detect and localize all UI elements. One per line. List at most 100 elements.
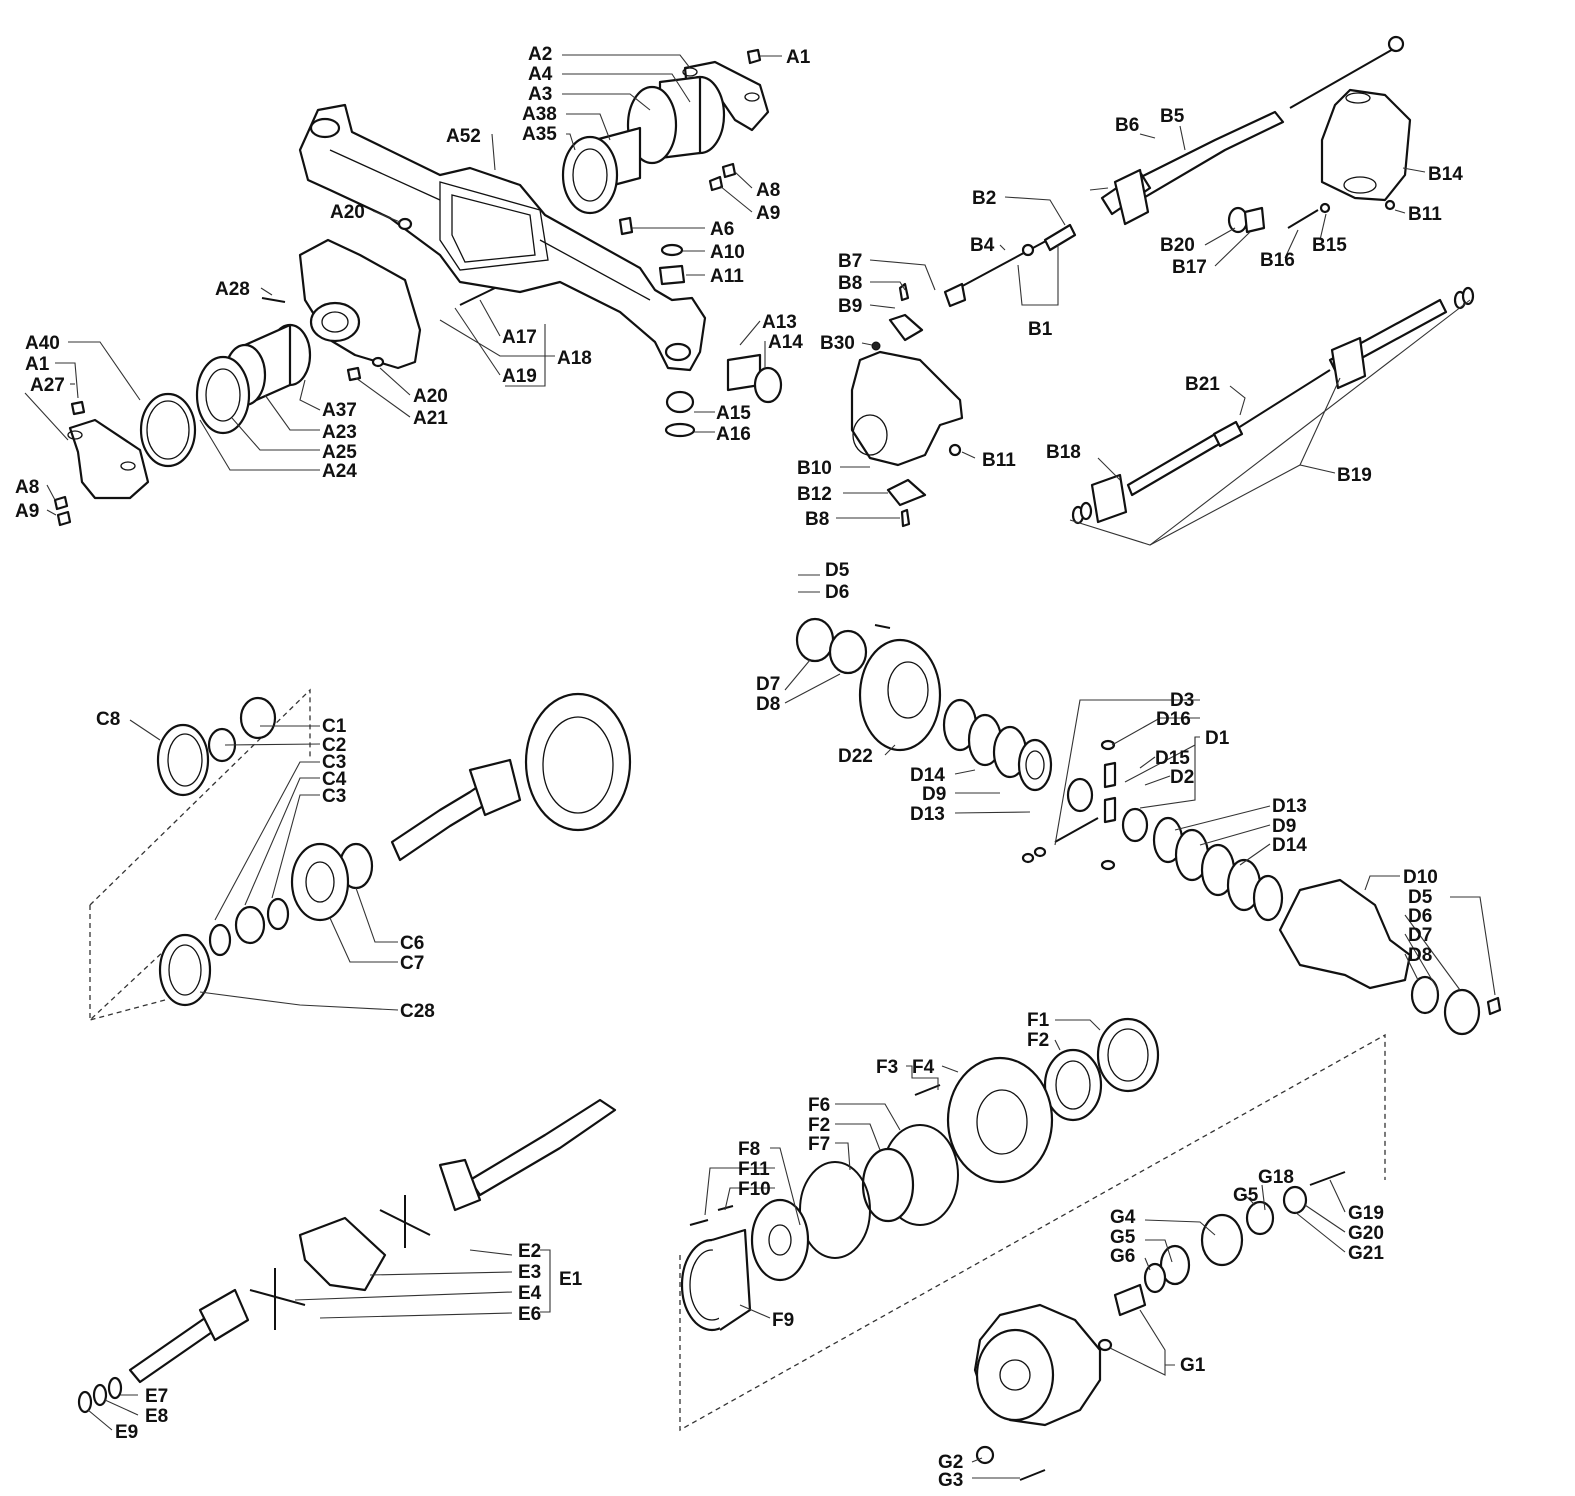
label-B30: B30 (820, 333, 855, 354)
hub-brake-group (679, 1017, 1386, 1432)
label-A37: A37 (322, 400, 357, 421)
label-D6-right: D6 (1408, 906, 1432, 927)
label-A1: A1 (786, 47, 811, 68)
label-A8: A8 (756, 180, 780, 201)
crown-wheel-part (524, 692, 632, 832)
steering-group (850, 35, 1475, 528)
label-A4: A4 (528, 64, 553, 85)
label-B11: B11 (1408, 204, 1442, 225)
label-B21: B21 (1185, 374, 1220, 395)
label-D15: D15 (1155, 748, 1190, 769)
label-C3-second: C3 (322, 786, 346, 807)
label-D9-right: D9 (1272, 816, 1296, 837)
label-C3: C3 (322, 752, 346, 773)
label-D8-right: D8 (1408, 945, 1432, 966)
label-G19: G19 (1348, 1203, 1384, 1224)
label-B10: B10 (797, 458, 832, 479)
label-B17: B17 (1172, 257, 1207, 278)
label-E4: E4 (518, 1283, 542, 1304)
label-B16: B16 (1260, 250, 1295, 271)
axle-housing-part (298, 103, 707, 372)
label-A16: A16 (716, 424, 751, 445)
label-G6: G6 (1110, 1246, 1135, 1267)
label-D1: D1 (1205, 728, 1230, 749)
label-A38: A38 (522, 104, 557, 125)
label-D5-right: D5 (1408, 887, 1433, 908)
label-F7: F7 (808, 1134, 830, 1155)
label-A35: A35 (522, 124, 557, 145)
label-F9: F9 (772, 1310, 794, 1331)
label-D5: D5 (825, 560, 850, 581)
label-A40: A40 (25, 333, 60, 354)
label-A19: A19 (502, 366, 537, 387)
label-G3: G3 (938, 1470, 963, 1491)
label-F2: F2 (1027, 1030, 1049, 1051)
label-B8: B8 (838, 273, 862, 294)
label-A15: A15 (716, 403, 751, 424)
label-G21: G21 (1348, 1243, 1384, 1264)
label-F3: F3 (876, 1057, 898, 1078)
label-B7: B7 (838, 251, 862, 272)
label-A6: A6 (710, 219, 734, 240)
label-A9: A9 (756, 203, 780, 224)
label-B2: B2 (972, 188, 996, 209)
label-A20-lower: A20 (413, 386, 448, 407)
drive-shaft-part (1126, 428, 1228, 497)
trunnion-support-part (298, 238, 422, 370)
label-A2: A2 (528, 44, 552, 65)
wheel-hub-carrier-part (850, 350, 964, 467)
label-E6: E6 (518, 1304, 541, 1325)
universal-joint-shaft-group (77, 1098, 617, 1414)
label-F4: F4 (912, 1057, 935, 1078)
label-E7: E7 (145, 1386, 168, 1407)
label-G5-second: G5 (1110, 1227, 1136, 1248)
label-E3: E3 (518, 1262, 541, 1283)
label-A1-lower: A1 (25, 354, 50, 375)
label-A18: A18 (557, 348, 592, 369)
label-D2: D2 (1170, 767, 1194, 788)
label-A11: A11 (710, 266, 744, 287)
steering-knuckle-part (1320, 88, 1412, 202)
label-C6: C6 (400, 933, 424, 954)
label-D3: D3 (1170, 690, 1194, 711)
label-G2: G2 (938, 1452, 963, 1473)
label-C2: C2 (322, 735, 346, 756)
label-D14-right: D14 (1272, 835, 1307, 856)
label-E9: E9 (115, 1422, 138, 1443)
part-labels: A1 A2 A4 A3 A38 A35 A52 A8 A9 A20 A6 A10… (15, 44, 1463, 1491)
label-D8: D8 (756, 694, 780, 715)
label-A52: A52 (446, 126, 481, 147)
axle-housing-group (53, 48, 783, 527)
label-B14: B14 (1428, 164, 1463, 185)
label-D22: D22 (838, 746, 873, 767)
label-B20: B20 (1160, 235, 1195, 256)
label-B5: B5 (1160, 106, 1185, 127)
label-D13-right: D13 (1272, 796, 1307, 817)
differential-group (795, 617, 1502, 1036)
label-D7: D7 (756, 674, 780, 695)
label-D16: D16 (1156, 709, 1191, 730)
leader-lines (24, 54, 1496, 1479)
label-G20: G20 (1348, 1223, 1384, 1244)
label-A28: A28 (215, 279, 250, 300)
label-G18: G18 (1258, 1167, 1294, 1188)
label-A17: A17 (502, 327, 537, 348)
label-C1: C1 (322, 716, 347, 737)
label-E1: E1 (559, 1269, 583, 1290)
label-G1: G1 (1180, 1355, 1206, 1376)
label-A9-lower: A9 (15, 501, 39, 522)
label-B12: B12 (797, 484, 832, 505)
label-C7: C7 (400, 953, 424, 974)
label-A21: A21 (413, 408, 448, 429)
label-D10: D10 (1403, 867, 1438, 888)
label-C4: C4 (322, 769, 347, 790)
label-D13: D13 (910, 804, 945, 825)
label-E8: E8 (145, 1406, 168, 1427)
label-D7-right: D7 (1408, 925, 1432, 946)
label-A24: A24 (322, 461, 357, 482)
pinion-crown-group (89, 688, 632, 1022)
label-F11: F11 (738, 1159, 770, 1180)
label-E2: E2 (518, 1241, 541, 1262)
wheel-hub-flange-part (946, 1056, 1054, 1184)
